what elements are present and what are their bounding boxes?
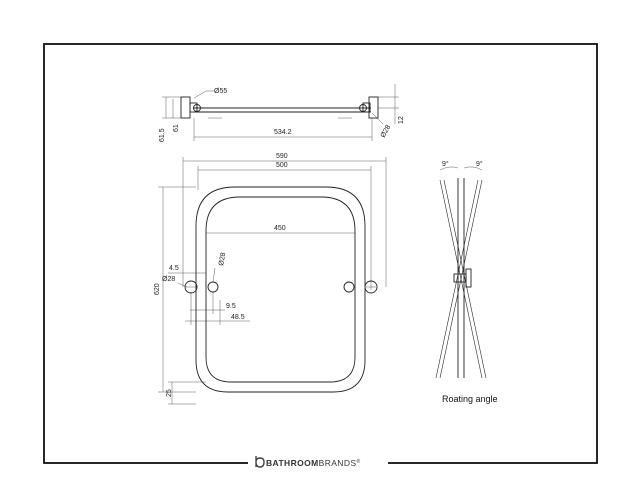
angle-right-label: 9° xyxy=(476,160,483,168)
dim-front-620: 620 xyxy=(154,283,161,295)
sheet-border xyxy=(43,43,598,464)
footer-brand-text: BATHROOMBRANDS® xyxy=(266,458,361,468)
dim-front-4-5: 4.5 xyxy=(169,265,179,272)
angle-left-label: 9° xyxy=(442,160,449,168)
rotating-angle-caption: Roating angle xyxy=(442,394,498,404)
front-view: 590 500 450 4.5 Ø28 Ø28 620 9.5 48.5 25 xyxy=(154,153,387,405)
dim-top-61-5: 61.5 xyxy=(159,128,166,142)
bathroombrands-logo-icon xyxy=(255,456,265,468)
dim-front-diameter-28-inner: Ø28 xyxy=(218,252,227,266)
dim-front-9-5: 9.5 xyxy=(226,303,236,310)
dim-front-500: 500 xyxy=(276,162,288,169)
footer-brand-backdrop xyxy=(248,455,388,469)
dim-front-450: 450 xyxy=(274,225,286,232)
dim-top-diameter-28: Ø28 xyxy=(380,124,393,139)
dim-front-25: 25 xyxy=(166,389,173,397)
dim-front-48-5: 48.5 xyxy=(231,314,245,321)
dim-top-diameter-55: Ø55 xyxy=(214,88,227,95)
side-view: 9° 9° Roating angle xyxy=(435,160,498,404)
dim-top-61: 61 xyxy=(173,124,180,132)
dim-top-534-2: 534.2 xyxy=(274,129,292,136)
footer: BATHROOMBRANDS® xyxy=(248,455,388,469)
dim-top-12: 12 xyxy=(398,116,405,124)
top-view: Ø55 61.5 61 534.2 Ø28 12 xyxy=(159,84,405,142)
dim-front-diameter-28-left: Ø28 xyxy=(162,276,175,283)
dim-front-590: 590 xyxy=(276,153,288,160)
